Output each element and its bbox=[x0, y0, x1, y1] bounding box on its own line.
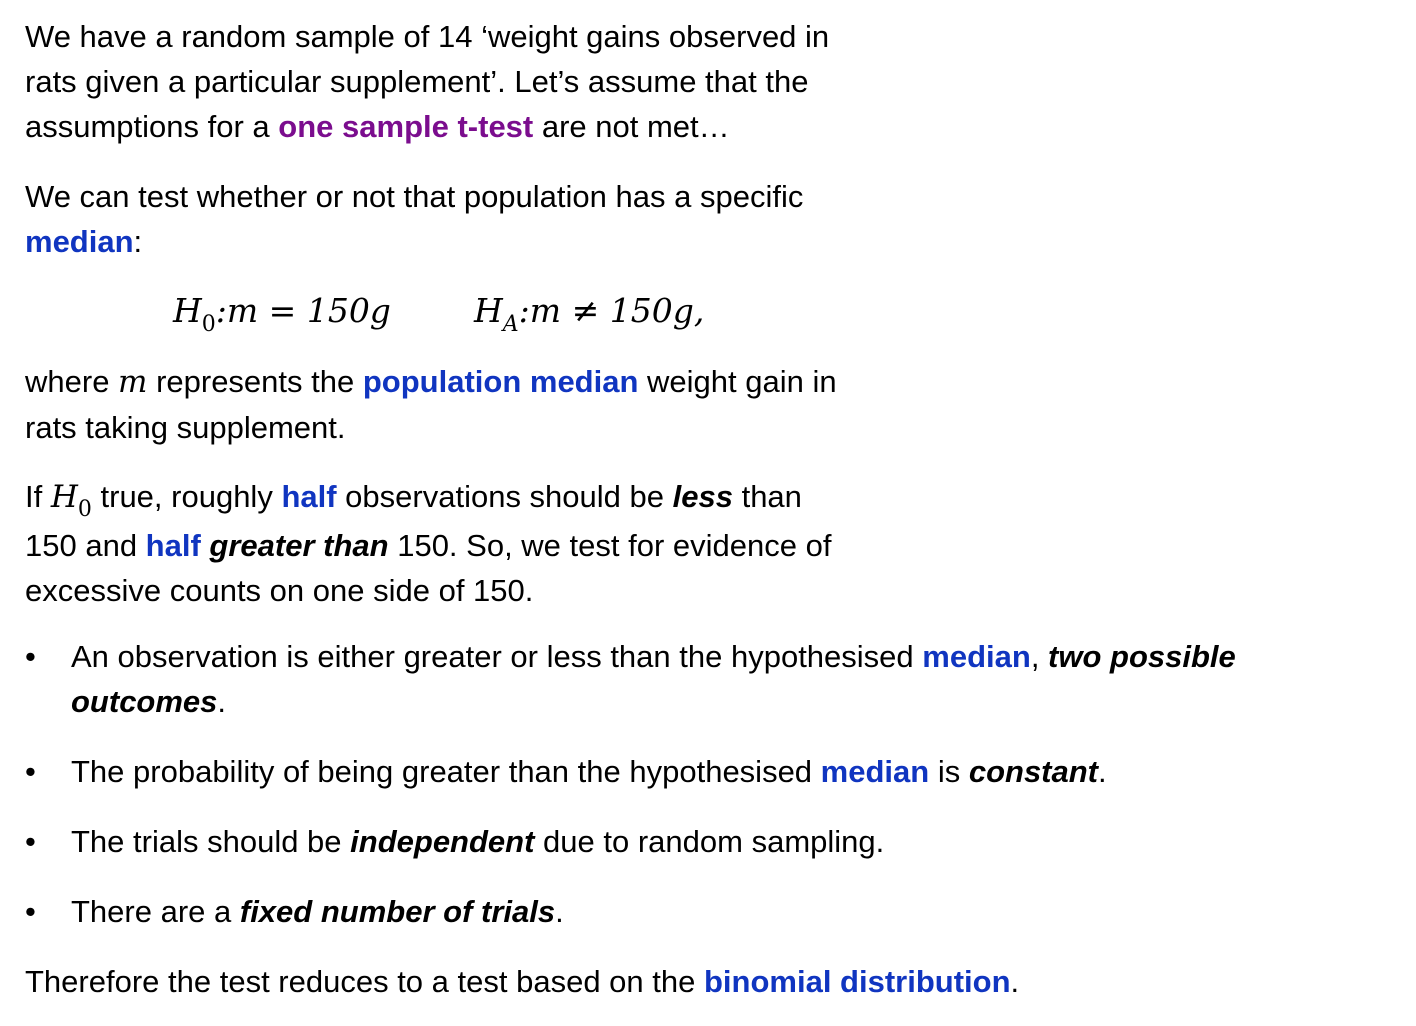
median-term: median bbox=[25, 224, 134, 259]
bullet-2-text: The probability of being greater than th… bbox=[71, 749, 1107, 794]
intro-line-3: assumptions for a one sample t-test are … bbox=[25, 104, 829, 149]
h0-line2-text: 150 and bbox=[25, 528, 146, 563]
h0-line2-text-2: 150. So, we test for evidence of bbox=[388, 528, 832, 563]
ha-equation: :m ≠ 150g, bbox=[518, 291, 705, 330]
bullet-3-text: The trials should be independent due to … bbox=[71, 819, 884, 864]
bullet-3: • The trials should be independent due t… bbox=[25, 819, 1395, 864]
population-median-term: population median bbox=[362, 364, 639, 399]
intro-text-end: are not met… bbox=[533, 109, 730, 144]
where-line-2: rats taking supplement. bbox=[25, 410, 346, 445]
median-paragraph: We can test whether or not that populati… bbox=[25, 174, 803, 264]
intro-line-1: We have a random sample of 14 ‘weight ga… bbox=[25, 19, 830, 54]
bullet-1: • An observation is either greater or le… bbox=[25, 634, 1395, 724]
h0-text-4: than bbox=[732, 479, 802, 514]
h0-equation: :m = 150g bbox=[215, 291, 391, 330]
where-text-3: weight gain in bbox=[638, 364, 837, 399]
alternative-hypothesis: HA:m ≠ 150g, bbox=[474, 288, 704, 338]
h0-line-1: If H0 true, roughly half observations sh… bbox=[25, 474, 831, 523]
h0-paragraph: If H0 true, roughly half observations sh… bbox=[25, 474, 831, 613]
independent-term: independent bbox=[350, 824, 535, 859]
intro-paragraph: We have a random sample of 14 ‘weight ga… bbox=[25, 14, 829, 149]
bullet-4-period: . bbox=[555, 894, 564, 929]
bullet-1-period: . bbox=[217, 684, 227, 719]
m-symbol: m bbox=[118, 364, 148, 400]
bullet-4-text-a: There are a bbox=[71, 894, 240, 929]
where-text: where bbox=[25, 364, 119, 399]
h0-line-3: excessive counts on one side of 150. bbox=[25, 573, 534, 608]
bullet-3-text-a: The trials should be bbox=[71, 824, 351, 859]
less-term: less bbox=[672, 479, 733, 514]
h0-line-2: 150 and half greater than 150. So, we te… bbox=[25, 523, 831, 568]
conclusion-period: . bbox=[1010, 964, 1020, 999]
h0-text-2: true, roughly bbox=[91, 479, 282, 514]
bullet-dot-icon: • bbox=[25, 754, 36, 789]
where-paragraph: where m represents the population median… bbox=[25, 359, 837, 450]
constant-term: constant bbox=[968, 754, 1099, 789]
bullet-2-period: . bbox=[1098, 754, 1107, 789]
h0-subscript: 0 bbox=[201, 312, 216, 337]
median-line-2: median: bbox=[25, 219, 803, 264]
half-term: half bbox=[281, 479, 337, 514]
half-term-2: half bbox=[145, 528, 201, 563]
median-term-b2: median bbox=[820, 754, 930, 789]
bullet-2: • The probability of being greater than … bbox=[25, 749, 1395, 794]
conclusion-paragraph: Therefore the test reduces to a test bas… bbox=[25, 959, 1019, 1004]
if-text: If bbox=[25, 479, 51, 514]
bullet-4-text: There are a fixed number of trials. bbox=[71, 889, 564, 934]
outcomes-term: outcomes bbox=[71, 684, 218, 719]
median-term-b1: median bbox=[922, 639, 1031, 674]
bullet-4: • There are a fixed number of trials. bbox=[25, 889, 1395, 934]
bullet-2-text-b: is bbox=[929, 754, 969, 789]
ha-subscript: A bbox=[502, 312, 519, 337]
median-colon: : bbox=[133, 224, 143, 259]
h0-text-3: observations should be bbox=[336, 479, 673, 514]
bullet-1-text: An observation is either greater or less… bbox=[71, 634, 1236, 724]
h0-inline-symbol: H bbox=[50, 479, 78, 515]
h0-inline-subscript: 0 bbox=[77, 497, 92, 522]
conclusion-text: Therefore the test reduces to a test bas… bbox=[25, 964, 704, 999]
bullet-1-text-a: An observation is either greater or less… bbox=[71, 639, 923, 674]
ha-symbol: H bbox=[474, 291, 503, 330]
bullet-3-text-b: due to random sampling. bbox=[534, 824, 885, 859]
one-sample-t-test-term: one sample t-test bbox=[278, 109, 534, 144]
bullet-1-comma: , bbox=[1030, 639, 1049, 674]
where-text-2: represents the bbox=[147, 364, 363, 399]
greater-than-term: greater than bbox=[209, 528, 389, 563]
median-line-1: We can test whether or not that populati… bbox=[25, 179, 804, 214]
h0-symbol: H bbox=[173, 291, 202, 330]
two-possible-term: two possible bbox=[1048, 639, 1236, 674]
bullet-dot-icon: • bbox=[25, 894, 36, 929]
bullet-2-text-a: The probability of being greater than th… bbox=[71, 754, 821, 789]
null-hypothesis: H0:m = 150g bbox=[173, 288, 391, 338]
bullet-dot-icon: • bbox=[25, 639, 36, 674]
binomial-distribution-term: binomial distribution bbox=[703, 964, 1011, 999]
intro-line-2: rats given a particular supplement’. Let… bbox=[25, 64, 809, 99]
intro-text: assumptions for a bbox=[25, 109, 279, 144]
where-line-1: where m represents the population median… bbox=[25, 359, 837, 405]
fixed-number-of-trials-term: fixed number of trials bbox=[239, 894, 556, 929]
bullet-dot-icon: • bbox=[25, 824, 36, 859]
